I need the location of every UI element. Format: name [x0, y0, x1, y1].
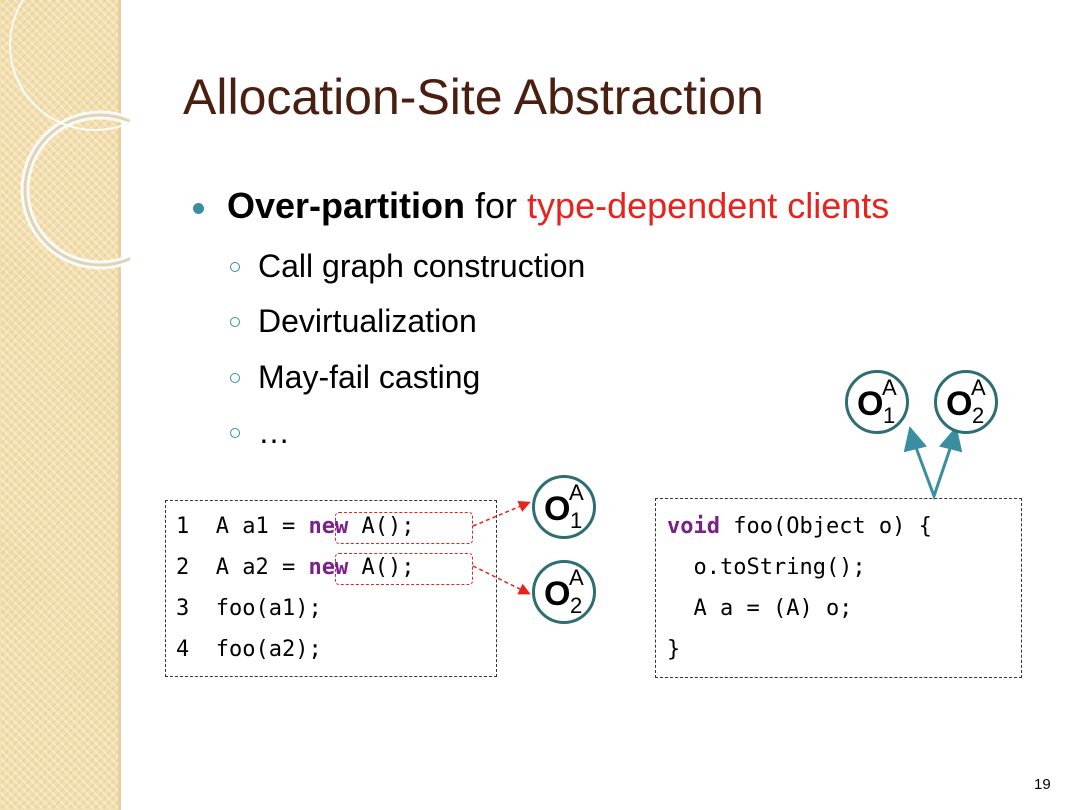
abstract-object-1-callee: O A 1: [845, 370, 909, 434]
sub-bullet-ring-icon: [230, 428, 240, 438]
code-line: 2 A a2 = new A();: [176, 555, 414, 580]
abstract-object-2-callee: O A 2: [934, 370, 998, 434]
code-line: void foo(Object o) {: [667, 514, 932, 539]
sub-bullet-ring-icon: [230, 262, 240, 272]
bullet-bold-text: Over-partition: [227, 185, 466, 226]
code-text: A a1 =: [189, 514, 309, 539]
sub-bullet-ring-icon: [230, 317, 240, 327]
side-decoration-strip: [0, 0, 120, 810]
code-text: foo(a2);: [189, 637, 322, 662]
object-letter: O: [946, 385, 973, 423]
allocation-arrow-2: [472, 565, 531, 595]
object-index: 1: [883, 403, 896, 428]
sub-bullet-text: Devirtualization: [258, 303, 477, 339]
code-line: 3 foo(a1);: [176, 596, 322, 621]
code-text: foo(a1);: [189, 596, 322, 621]
dispatch-arrows: [909, 433, 957, 501]
bullet-dot-icon: [193, 203, 204, 214]
code-text: A a2 =: [189, 555, 309, 580]
object-index: 1: [570, 508, 583, 533]
right-code-box: [655, 498, 1022, 678]
object-type: A: [971, 375, 986, 400]
code-keyword: new: [308, 555, 349, 580]
code-text: A();: [348, 555, 415, 580]
sub-bullet-text: Call graph construction: [258, 248, 586, 284]
left-code-box: [165, 500, 497, 677]
slide-title: Allocation-Site Abstraction: [183, 69, 764, 125]
code-keyword: void: [667, 514, 720, 539]
object-index: 2: [570, 593, 583, 618]
dispatch-arrow-left-head: [903, 426, 928, 453]
sub-bullet-text: May-fail casting: [258, 359, 481, 395]
code-line: o.toString();: [667, 555, 866, 580]
object-type: A: [569, 565, 584, 590]
line-number: 1: [176, 514, 190, 539]
abstract-object-1: O A 1: [532, 475, 596, 539]
object-type: A: [569, 480, 584, 505]
allocation-arrow-1: [472, 500, 531, 527]
dispatch-arrow-right-head: [938, 426, 963, 453]
code-line: 4 foo(a2);: [176, 637, 322, 662]
code-line: A a = (A) o;: [667, 596, 853, 621]
object-letter: O: [544, 490, 571, 528]
line-number: 4: [176, 637, 190, 662]
object-index: 2: [972, 403, 985, 428]
code-line: 1 A a1 = new A();: [176, 514, 414, 539]
code-text: A();: [348, 514, 415, 539]
sub-bullet-text: …: [258, 414, 290, 450]
decorative-circles: [9, 0, 130, 270]
line-number: 3: [176, 596, 190, 621]
object-letter: O: [544, 575, 571, 613]
code-line: }: [667, 637, 681, 662]
bullet-highlight-text: type-dependent clients: [527, 185, 890, 226]
line-number: 2: [176, 555, 190, 580]
object-letter: O: [857, 385, 884, 423]
allocation-highlight-1: [335, 512, 473, 544]
object-type: A: [882, 375, 897, 400]
bullet-connector-text: for: [465, 185, 528, 226]
code-keyword: new: [308, 514, 349, 539]
allocation-highlight-2: [335, 553, 473, 585]
page-number: 19: [1034, 776, 1051, 793]
sub-bullet-ring-icon: [230, 373, 240, 383]
side-decoration-edge: [118, 0, 121, 810]
abstract-object-2: O A 2: [532, 560, 596, 624]
code-text: foo(Object o) {: [719, 514, 932, 539]
